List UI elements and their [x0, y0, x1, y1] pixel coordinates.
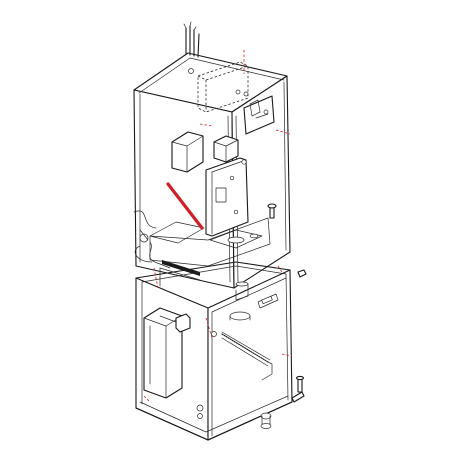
inner-ring	[229, 281, 279, 321]
wiring-harness	[183, 21, 200, 58]
guide-rail	[159, 260, 201, 287]
drip-tray	[139, 221, 263, 249]
control-bracket	[243, 95, 275, 135]
screw-fastener	[267, 203, 277, 219]
drain-hose	[133, 210, 171, 269]
relay-box	[171, 131, 204, 173]
mounting-plate	[205, 135, 249, 237]
electrical-box	[188, 61, 249, 113]
base-fittings	[196, 269, 307, 429]
coil-spring	[211, 331, 273, 381]
red-pointer-arrow-icon	[166, 182, 204, 230]
assembly-guide-lines	[143, 50, 293, 403]
water-tank	[143, 307, 191, 399]
